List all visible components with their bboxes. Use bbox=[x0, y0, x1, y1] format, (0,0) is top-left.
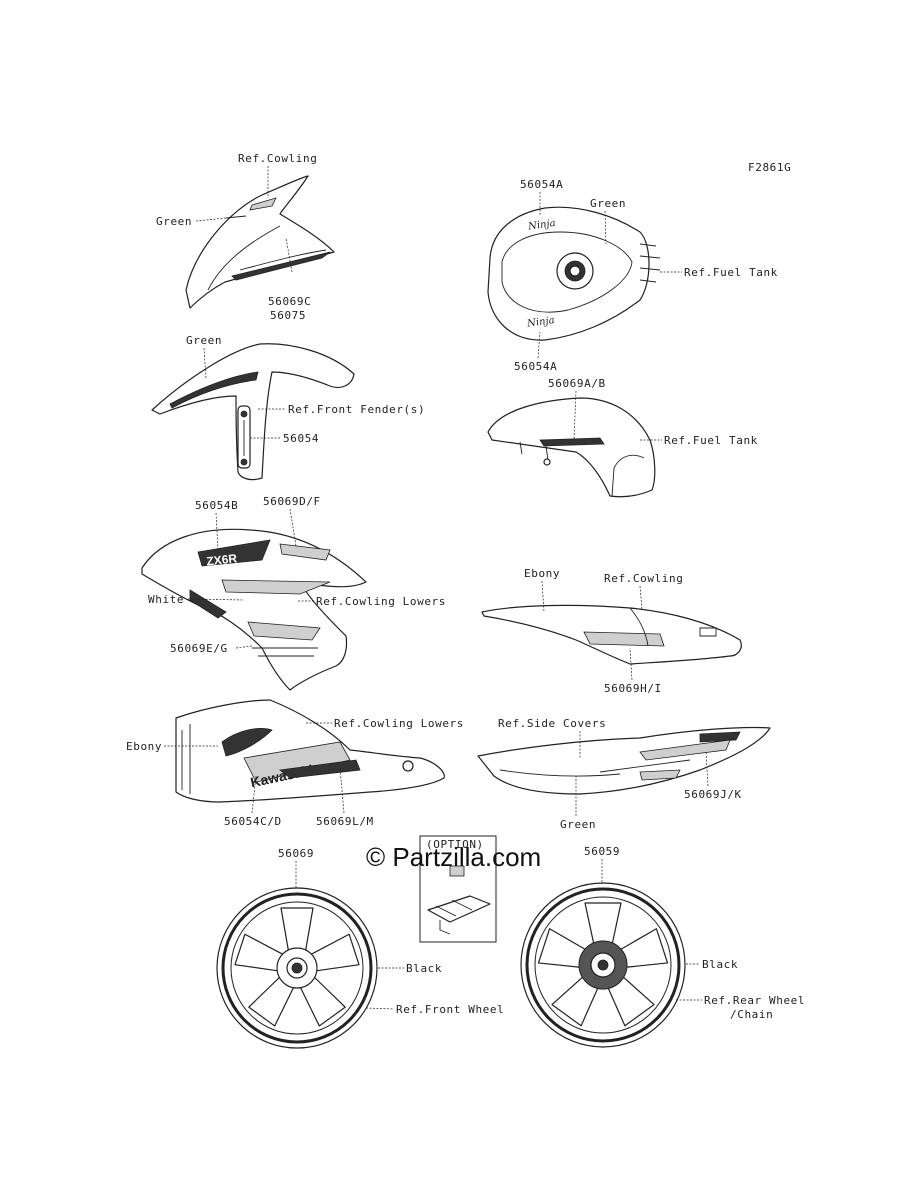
label-56069lm: 56069L/M bbox=[316, 815, 374, 828]
label-ref-front-fender: Ref.Front Fender(s) bbox=[288, 403, 425, 416]
label-ref-rear-wheel-chain: /Chain bbox=[730, 1008, 773, 1021]
watermark: © Partzilla.com bbox=[366, 842, 541, 872]
label-56069jk: 56069J/K bbox=[684, 788, 742, 801]
label-56069ab: 56069A/B bbox=[548, 377, 606, 390]
label-56059: 56059 bbox=[584, 845, 620, 858]
label-56069df: 56069D/F bbox=[263, 495, 321, 508]
label-ref-cowling-top: Ref.Cowling bbox=[238, 152, 317, 165]
ninja-decal-bottom: Ninja bbox=[526, 315, 556, 330]
label-white: White bbox=[148, 593, 184, 606]
label-56069-front: 56069 bbox=[278, 847, 314, 860]
seat-cowl-part[interactable] bbox=[487, 397, 656, 498]
label-green-side: Green bbox=[560, 818, 596, 831]
label-ref-fuel-tank-1: Ref.Fuel Tank bbox=[684, 266, 778, 279]
label-ebony-seat: Ebony bbox=[524, 567, 560, 580]
front-fender-part[interactable] bbox=[151, 343, 355, 481]
label-56069eg: 56069E/G bbox=[170, 642, 228, 655]
label-black-rear: Black bbox=[702, 958, 738, 971]
rear-wheel-part[interactable] bbox=[520, 882, 686, 1048]
ninja-decal-top: Ninja bbox=[527, 218, 557, 233]
middle-cowling-part[interactable]: ZX6R bbox=[141, 528, 367, 691]
label-56069hi: 56069H/I bbox=[604, 682, 662, 695]
label-56054cd: 56054C/D bbox=[224, 815, 282, 828]
label-green-fender: Green bbox=[186, 334, 222, 347]
label-ref-front-wheel: Ref.Front Wheel bbox=[396, 1003, 504, 1016]
label-ref-cowling-lowers-1: Ref.Cowling Lowers bbox=[316, 595, 446, 608]
seat-cowling-part[interactable] bbox=[481, 604, 742, 665]
option-box[interactable]: (OPTION) bbox=[419, 835, 497, 943]
label-56054b: 56054B bbox=[195, 499, 238, 512]
figure-code: F2861G bbox=[748, 161, 791, 174]
label-ref-cowling-seat: Ref.Cowling bbox=[604, 572, 683, 585]
label-black-front: Black bbox=[406, 962, 442, 975]
label-ref-rear-wheel: Ref.Rear Wheel bbox=[704, 994, 805, 1007]
label-option: (OPTION) bbox=[426, 838, 484, 851]
zx6r-decal: ZX6R bbox=[206, 551, 238, 568]
side-cover-part[interactable] bbox=[477, 726, 771, 795]
front-wheel-part[interactable] bbox=[216, 887, 378, 1049]
label-56069c: 56069C bbox=[268, 295, 311, 308]
lower-cowling-part[interactable]: Kawasaki bbox=[175, 699, 445, 803]
label-56075: 56075 bbox=[270, 309, 306, 322]
label-green-tank: Green bbox=[590, 197, 626, 210]
label-56054a-bottom: 56054A bbox=[514, 360, 557, 373]
label-ebony-lower: Ebony bbox=[126, 740, 162, 753]
upper-cowling-part[interactable] bbox=[185, 175, 335, 309]
label-56054a-top: 56054A bbox=[520, 178, 563, 191]
label-56054: 56054 bbox=[283, 432, 319, 445]
label-ref-cowling-lowers-2: Ref.Cowling Lowers bbox=[334, 717, 464, 730]
label-ref-side-covers: Ref.Side Covers bbox=[498, 717, 606, 730]
label-green-cowl: Green bbox=[156, 215, 192, 228]
fuel-tank-part[interactable]: Ninja Ninja bbox=[487, 206, 661, 341]
label-ref-fuel-tank-2: Ref.Fuel Tank bbox=[664, 434, 758, 447]
